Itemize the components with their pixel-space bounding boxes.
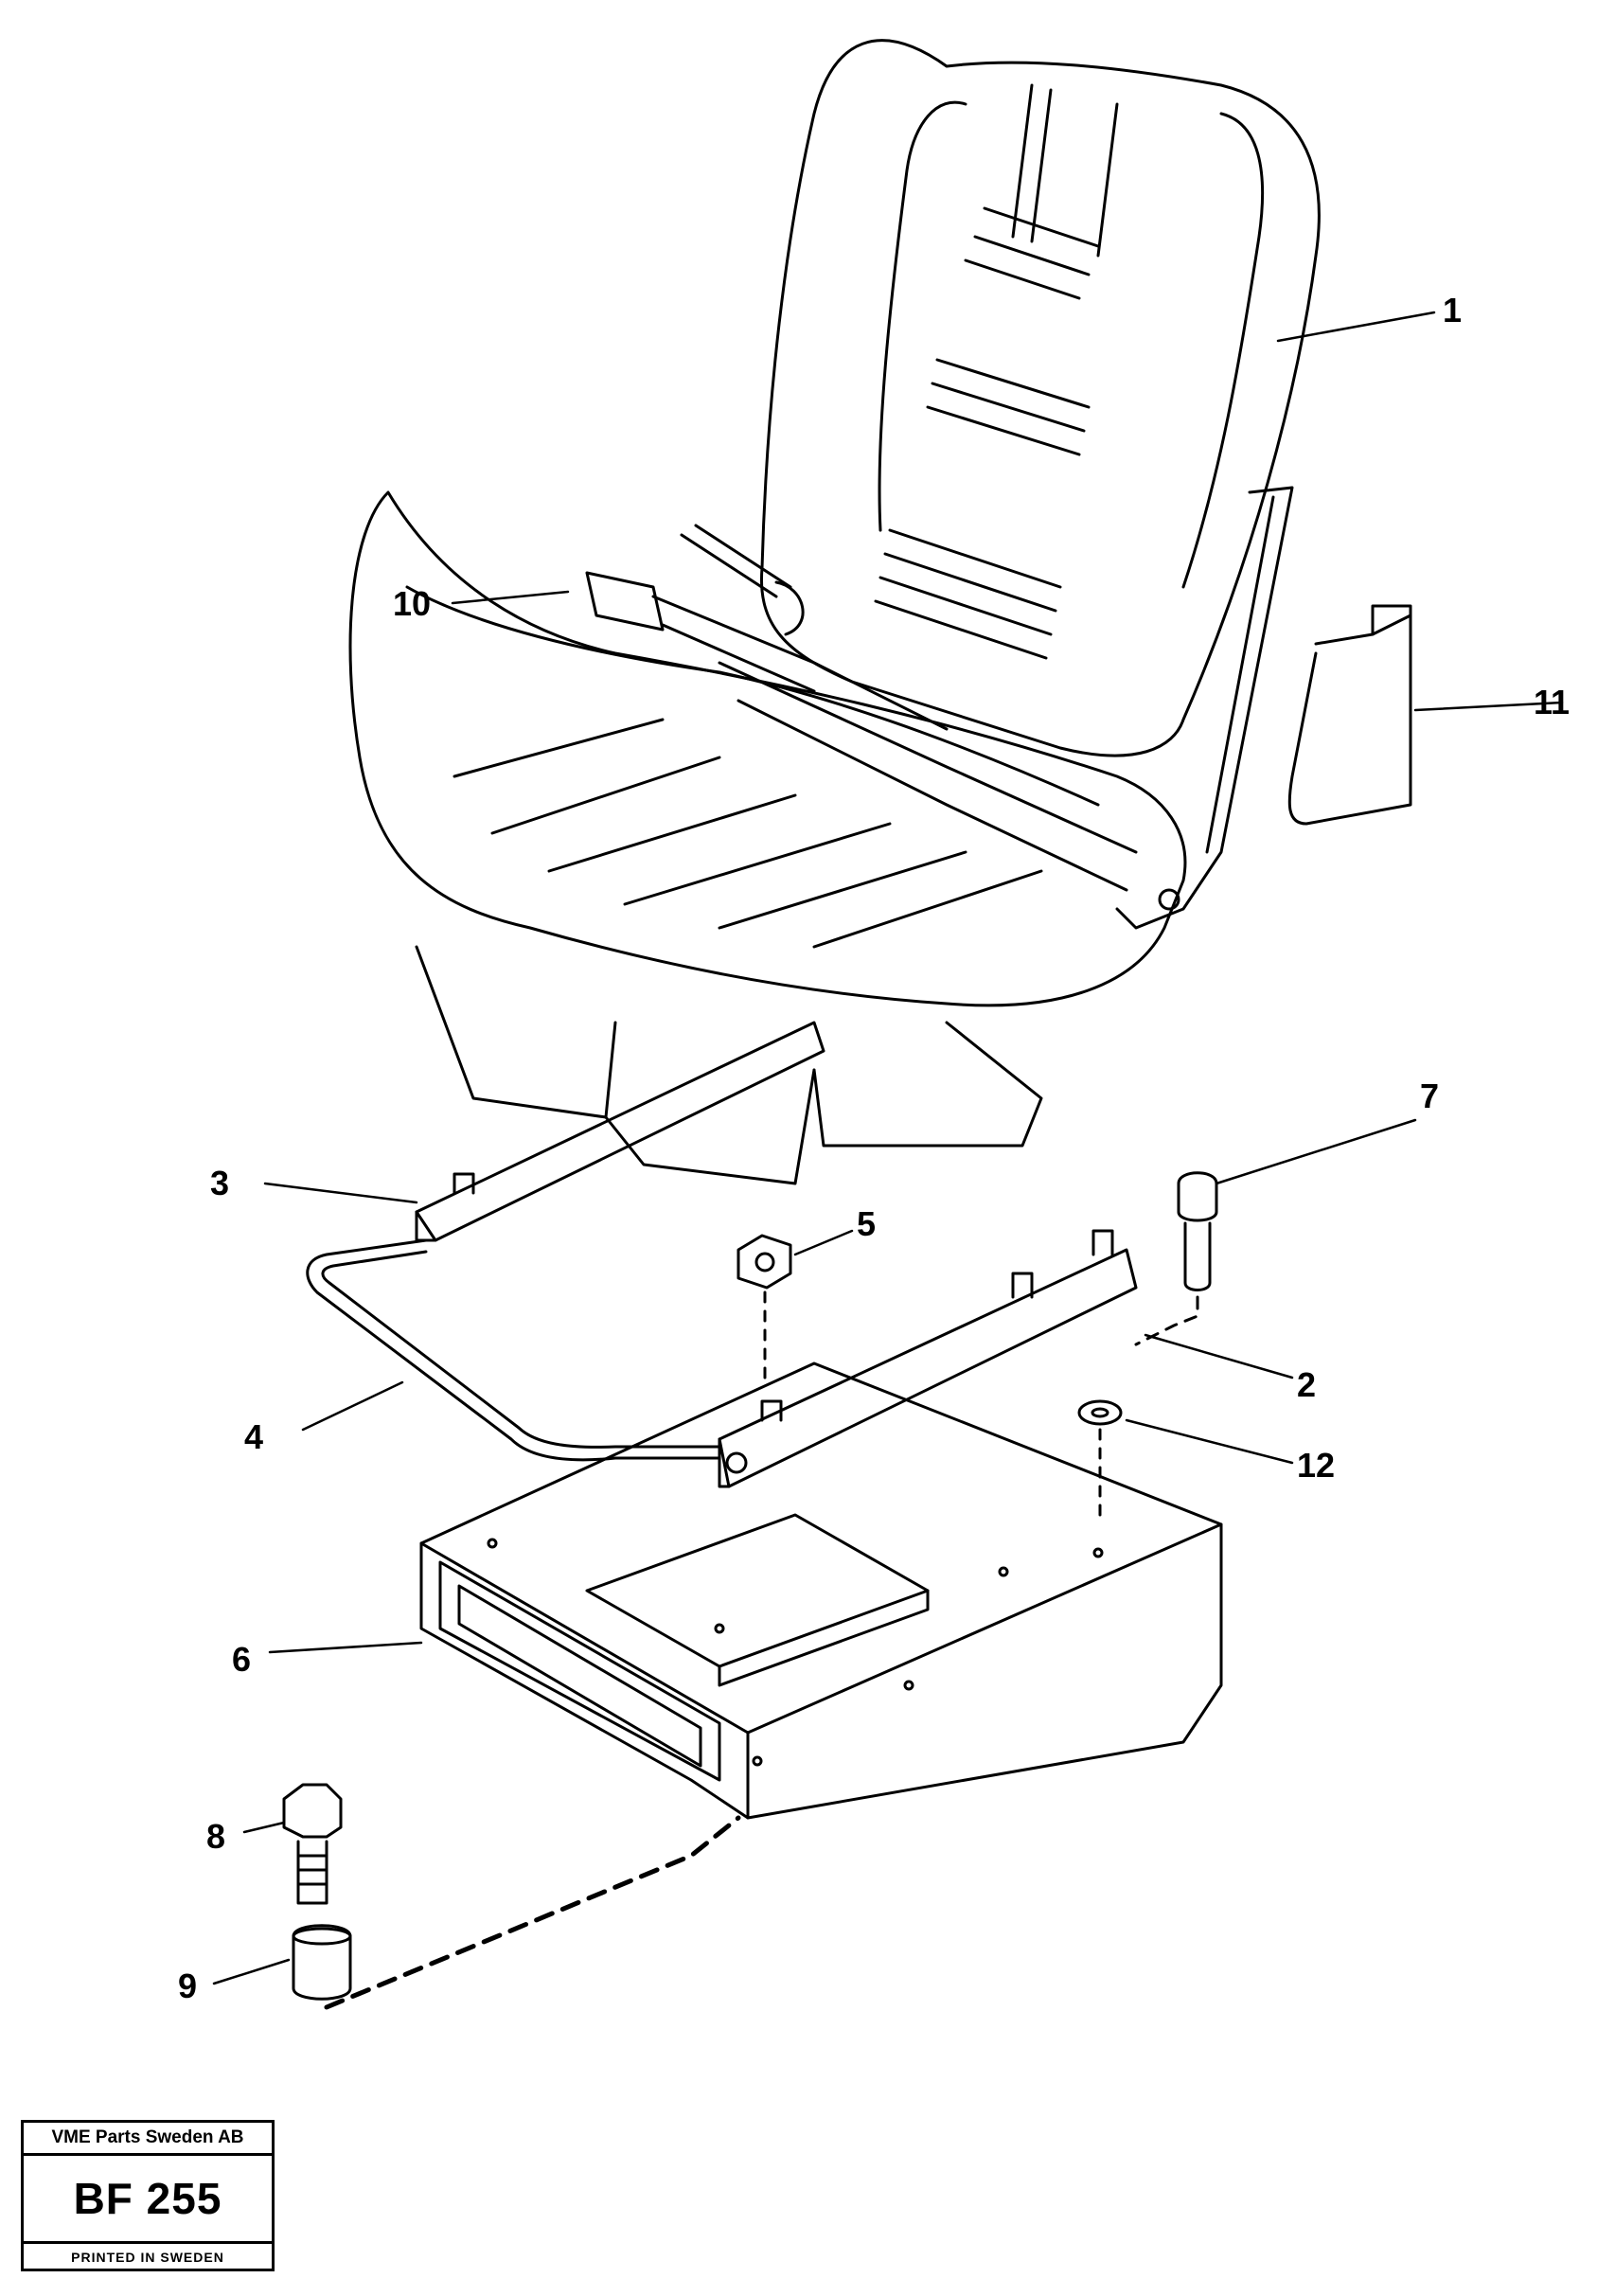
- release-bar-part: [306, 1238, 721, 1462]
- callout-8: 8: [206, 1817, 226, 1856]
- title-block: VME Parts Sweden AB BF 255 PRINTED IN SW…: [21, 2120, 275, 2271]
- slide-rails: [415, 1021, 1138, 1488]
- leader-7: [1215, 1118, 1417, 1185]
- leader-4: [301, 1380, 404, 1432]
- side-cover-part: [1287, 604, 1412, 826]
- title-block-code: BF 255: [24, 2156, 272, 2244]
- title-block-printed: PRINTED IN SWEDEN: [71, 2250, 224, 2265]
- leader-12: [1125, 1418, 1294, 1465]
- leader-2: [1144, 1333, 1294, 1379]
- leader-11: [1413, 701, 1564, 712]
- callout-10: 10: [393, 584, 432, 623]
- leader-1: [1276, 311, 1436, 343]
- leader-6: [268, 1641, 423, 1654]
- leader-5: [793, 1229, 854, 1256]
- callout-3: 3: [210, 1164, 230, 1202]
- leader-9: [212, 1958, 291, 1985]
- seat-part: [348, 39, 1321, 1185]
- leader-3: [263, 1182, 418, 1204]
- callout-2: 2: [1297, 1365, 1317, 1404]
- console-box-part: [419, 1362, 1223, 1820]
- callout-6: 6: [232, 1640, 252, 1679]
- screw-and-spacer-parts: [282, 1783, 741, 2010]
- bolt-part: [1134, 1171, 1218, 1346]
- callout-5: 5: [857, 1204, 877, 1243]
- callout-12: 12: [1297, 1446, 1336, 1485]
- nut-part: [736, 1234, 792, 1384]
- title-block-company: VME Parts Sweden AB: [24, 2123, 272, 2156]
- leader-8: [242, 1821, 286, 1834]
- washer-part: [1077, 1399, 1123, 1526]
- leader-lines: [212, 311, 1564, 1985]
- leader-10: [451, 590, 570, 605]
- callout-11: 11: [1534, 683, 1570, 721]
- callout-7: 7: [1420, 1077, 1440, 1115]
- callout-9: 9: [178, 1967, 198, 2005]
- callout-1: 1: [1443, 291, 1463, 329]
- callout-4: 4: [244, 1417, 264, 1456]
